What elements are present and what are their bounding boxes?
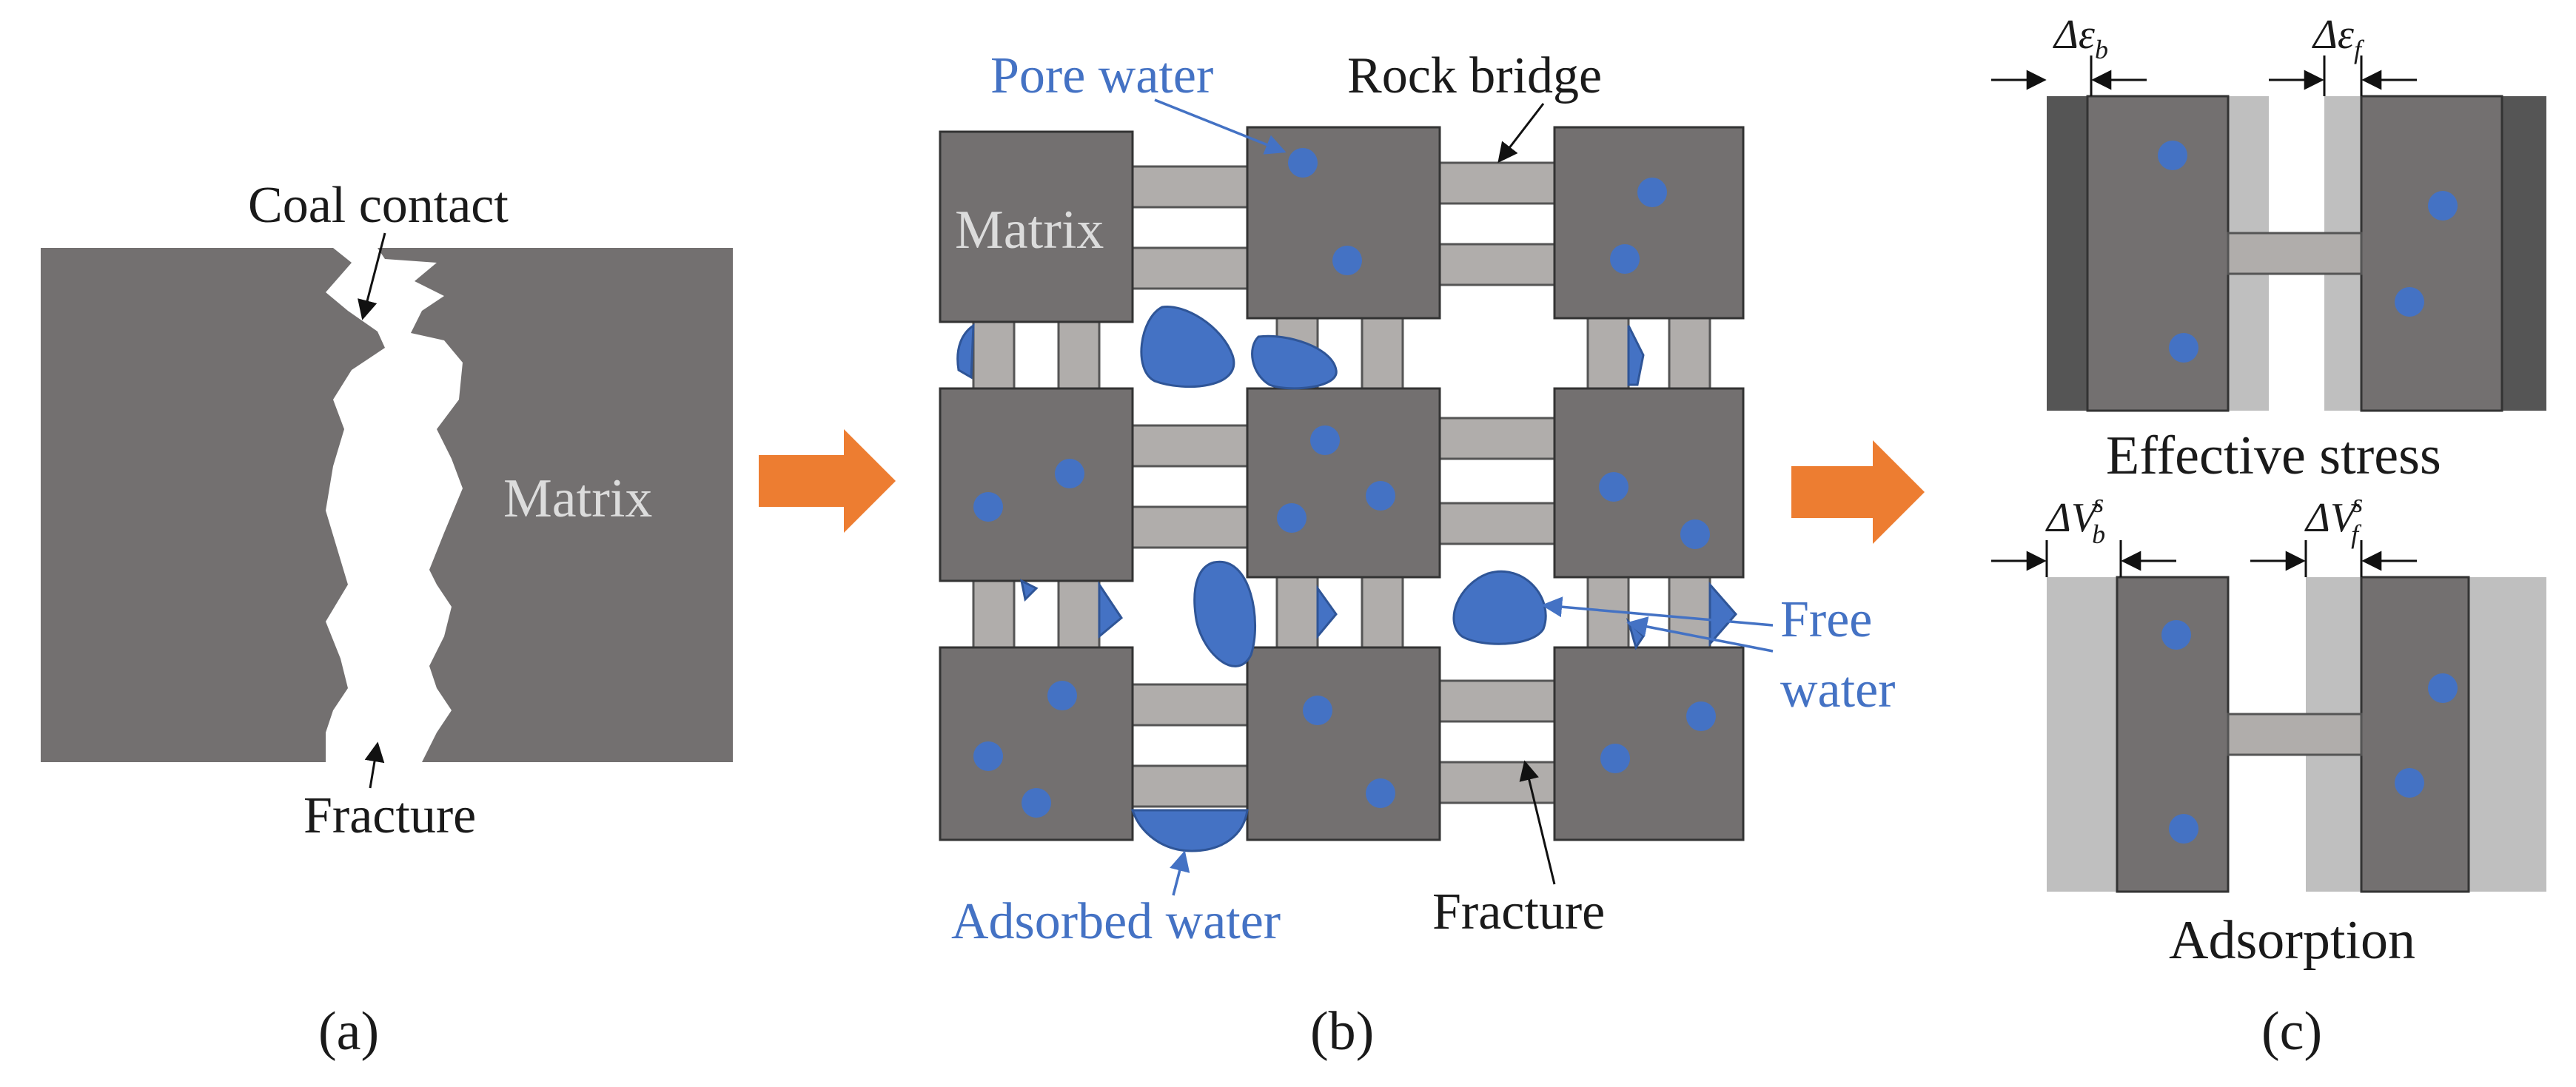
caption-b: (b) <box>1310 1001 1374 1062</box>
free-water-blobs <box>956 305 1737 852</box>
rock-bridges-horizontal <box>1131 161 1556 808</box>
coal-contact-label: Coal contact <box>248 177 509 234</box>
matrix-label-b: Matrix <box>955 200 1104 260</box>
effective-stress-label: Effective stress <box>2106 425 2441 486</box>
coal-block-right <box>378 248 733 762</box>
free-water-label-line1: Free <box>1780 591 1872 648</box>
orange-arrow-icon <box>759 429 896 533</box>
pointer-arrow-icon <box>1170 850 1190 896</box>
rock-bridge-label: Rock bridge <box>1347 47 1602 104</box>
pointer-arrow-icon <box>1541 596 1774 627</box>
pore-water-label: Pore water <box>990 47 1213 104</box>
fracture-label-a: Fracture <box>303 787 476 844</box>
effective-stress-schematic <box>1991 55 2546 412</box>
pore-water-dots <box>973 148 1716 818</box>
matrix-label-a: Matrix <box>503 468 652 529</box>
coal-block-left <box>41 248 385 762</box>
caption-c: (c) <box>2261 1001 2322 1062</box>
pointer-arrow-icon <box>1626 616 1774 653</box>
panel-b: Pore water Rock bridge Matrix Free water… <box>939 47 1895 1062</box>
strain-f-symbol: Δεf <box>2312 12 2365 64</box>
fracture-label-b: Fracture <box>1432 884 1605 940</box>
pointer-arrow-icon <box>358 232 386 320</box>
adsorption-label: Adsorption <box>2169 910 2415 971</box>
strain-b-symbol: Δεb <box>2053 12 2108 64</box>
pointer-arrow-icon <box>1154 98 1287 155</box>
adsorbed-water-label: Adsorbed water <box>951 893 1281 950</box>
caption-a: (a) <box>318 1001 379 1062</box>
orange-arrow-icon <box>1791 440 1925 544</box>
adsorption-schematic <box>1991 540 2546 893</box>
pointer-arrow-icon <box>364 741 385 789</box>
panel-a: Coal contact Matrix Fracture (a) <box>41 177 733 1062</box>
matrix-blocks <box>939 126 1745 841</box>
free-water-label-line2: water <box>1780 662 1895 719</box>
pointer-arrow-icon <box>1497 103 1545 164</box>
pointer-arrow-icon <box>1519 760 1556 885</box>
